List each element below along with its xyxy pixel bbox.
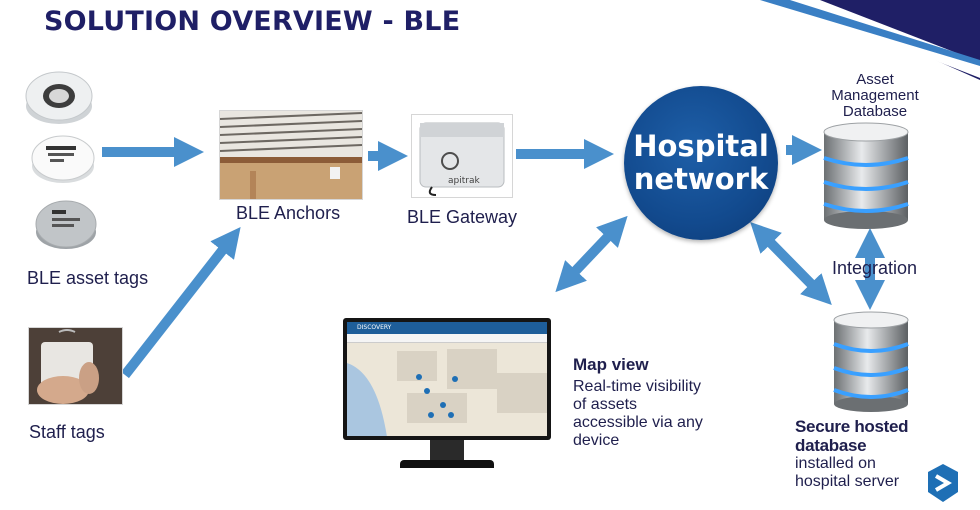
hospital-network-node: Hospital network xyxy=(624,86,778,240)
map-view-heading: Map view xyxy=(573,355,649,374)
arrow-network-map-view xyxy=(555,215,628,293)
gateway-label: BLE Gateway xyxy=(407,207,518,227)
corner-stripes xyxy=(760,0,980,80)
staff-badge-icon xyxy=(29,328,122,404)
monitor: DISCOVERY xyxy=(343,318,551,440)
asset-tag-1-icon xyxy=(25,71,93,124)
staff-tag-photo xyxy=(28,327,123,405)
monitor-stand xyxy=(430,440,464,462)
brand-logo-icon xyxy=(928,464,958,502)
secure-database-icon xyxy=(833,311,909,412)
secure-db-heading-2: database xyxy=(795,436,867,455)
asset-database-icon xyxy=(823,122,909,229)
asset-tag-2-icon xyxy=(31,135,95,183)
hospital-network-line1: Hospital xyxy=(633,129,769,163)
gateway-brand: apitrak xyxy=(448,176,480,186)
monitor-base xyxy=(400,460,494,468)
secure-db-heading-1: Secure hosted xyxy=(795,417,909,436)
arrow-staff-to-anchors xyxy=(121,226,241,379)
integration-label: Integration xyxy=(832,258,918,278)
anchors-photo xyxy=(219,110,363,200)
ceiling-anchor-icon xyxy=(220,111,362,199)
floor-map xyxy=(347,343,547,436)
gateway-device-icon: apitrak xyxy=(419,122,505,196)
asset-db-label: Asset Management Database xyxy=(831,71,919,120)
anchors-label: BLE Anchors xyxy=(236,203,341,223)
gateway-photo: apitrak xyxy=(411,114,513,198)
app-name: DISCOVERY xyxy=(357,324,392,331)
monitor-screen: DISCOVERY xyxy=(347,322,547,436)
arrow-network-secure-db xyxy=(750,222,832,305)
secure-db-body: installed on hospital server xyxy=(795,455,900,490)
hospital-network-line2: network xyxy=(633,162,769,196)
app-header-bar: DISCOVERY xyxy=(347,322,547,334)
app-toolbar xyxy=(347,334,547,343)
page-title: SOLUTION OVERVIEW - BLE xyxy=(44,6,461,37)
asset-tags-label: BLE asset tags xyxy=(27,268,149,288)
staff-tags-label: Staff tags xyxy=(29,422,105,442)
map-view-body: Real-time visibility of assets accessibl… xyxy=(573,378,703,449)
asset-tag-3-icon xyxy=(35,200,97,249)
